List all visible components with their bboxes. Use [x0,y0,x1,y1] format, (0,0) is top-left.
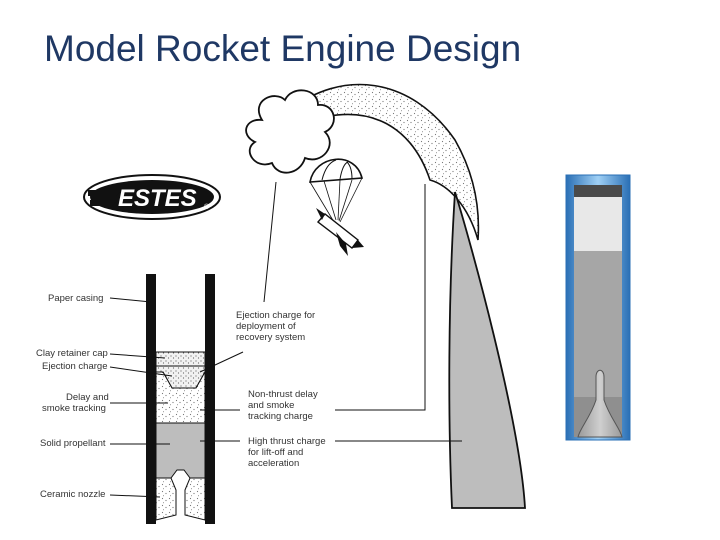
smoke-cloud-icon [245,89,335,174]
smoke-trail [288,83,480,241]
label-paper-casing: Paper casing [48,293,103,304]
casing-wall-right [205,274,215,524]
solid-propellant [155,422,206,479]
rocket-icon [316,208,364,256]
ceramic-nozzle-right [184,477,206,521]
logo-text: ESTES [118,185,197,212]
label-nonthrust-line2: and smoke [248,400,294,411]
thrust-plume [448,191,526,509]
label-high-line3: acceleration [248,458,299,469]
casing-wall-left [146,274,156,524]
right-leader-lines [199,181,462,442]
label-eject-line1: Ejection charge for [236,310,315,321]
label-ceramic-nozzle: Ceramic nozzle [40,489,105,500]
label-delay-line1: Delay and [66,392,109,403]
label-high-line2: for lift-off and [248,447,303,458]
slide-title: Model Rocket Engine Design [44,28,522,69]
label-clay-retainer-cap: Clay retainer cap [36,348,108,359]
estes-logo: ESTES ® [83,174,221,220]
engine-photo [565,174,631,441]
left-leader-lines [109,297,173,498]
label-nonthrust-line1: Non-thrust delay [248,389,318,400]
ceramic-nozzle-left [155,477,177,521]
label-solid-propellant: Solid propellant [40,438,106,449]
parachute-icon [309,158,364,223]
label-delay-line2: smoke tracking [42,403,106,414]
label-nonthrust-line3: tracking charge [248,411,313,422]
clay-retainer-cap [155,351,206,367]
registered-mark: ® [204,203,210,211]
label-ejection-charge: Ejection charge [42,361,107,372]
label-eject-line3: recovery system [236,332,305,343]
label-eject-line2: deployment of [236,321,296,332]
label-high-line1: High thrust charge [248,436,326,447]
